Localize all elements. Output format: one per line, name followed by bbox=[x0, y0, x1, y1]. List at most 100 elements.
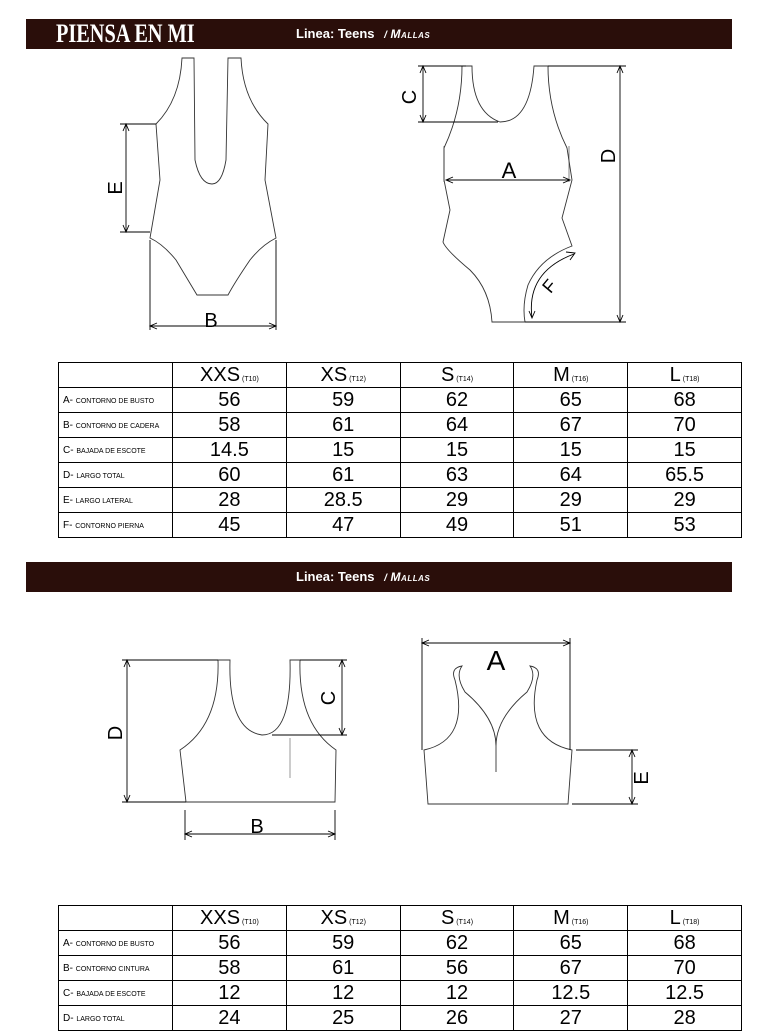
size-header: M(T16) bbox=[513, 905, 629, 931]
table-cell: 29 bbox=[399, 487, 515, 513]
table-cell: 51 bbox=[513, 512, 629, 538]
table-cell: 62 bbox=[399, 930, 515, 956]
size-header: S(T14) bbox=[399, 905, 515, 931]
table-cell: 56 bbox=[399, 955, 515, 981]
size-table-swimsuit: XXS(T10) XS(T12) S(T14) M(T16) L(T18) A-… bbox=[58, 362, 742, 538]
measurement-label: F- contorno pierna bbox=[58, 512, 173, 538]
table-cell: 26 bbox=[399, 1005, 515, 1031]
table-cell: 65 bbox=[513, 387, 629, 413]
table-cell: 63 bbox=[399, 462, 515, 488]
dim-label-d: D bbox=[105, 726, 127, 740]
table-cell: 67 bbox=[513, 412, 629, 438]
line-text: Linea: Teens bbox=[296, 26, 375, 41]
table-cell: 58 bbox=[172, 412, 287, 438]
table-cell: 61 bbox=[285, 412, 401, 438]
table-row: A- contorno de busto 56 59 62 65 68 bbox=[58, 930, 742, 956]
measurement-label: E- largo lateral bbox=[58, 487, 173, 513]
size-header: L(T18) bbox=[627, 362, 742, 388]
dim-label-b: B bbox=[250, 816, 263, 838]
table-cell: 70 bbox=[627, 955, 742, 981]
separator: / bbox=[384, 573, 387, 584]
table-corner-cell bbox=[58, 362, 173, 388]
table-cell: 49 bbox=[399, 512, 515, 538]
measurement-label: A- contorno de busto bbox=[58, 930, 173, 956]
table-cell: 56 bbox=[172, 930, 287, 956]
header-banner: PIENSA EN MI Linea: Teens / Mallas bbox=[26, 19, 732, 49]
dim-label-f: F bbox=[538, 276, 560, 297]
table-row: B- contorno de cadera 58 61 64 67 70 bbox=[58, 412, 742, 438]
table-row: E- largo lateral 28 28.5 29 29 29 bbox=[58, 487, 742, 513]
table-header-row: XXS(T10) XS(T12) S(T14) M(T16) L(T18) bbox=[58, 362, 742, 388]
dim-label-a: A bbox=[487, 645, 506, 676]
table-cell: 64 bbox=[513, 462, 629, 488]
size-table-top: XXS(T10) XS(T12) S(T14) M(T16) L(T18) A-… bbox=[58, 905, 742, 1031]
measurement-label: D- largo total bbox=[58, 462, 173, 488]
table-cell: 68 bbox=[627, 930, 742, 956]
table-cell: 15 bbox=[627, 437, 742, 463]
top-diagram: D C B A E bbox=[105, 638, 653, 840]
line-label: Linea: Teens / Mallas bbox=[296, 19, 430, 51]
brand-logo: PIENSA EN MI bbox=[56, 19, 195, 48]
table-cell: 65.5 bbox=[627, 462, 742, 488]
table-row: C- bajada de escote 14.5 15 15 15 15 bbox=[58, 437, 742, 463]
table-cell: 24 bbox=[172, 1005, 287, 1031]
dim-label-c: C bbox=[399, 90, 421, 104]
table-cell: 12 bbox=[172, 980, 287, 1006]
size-header: XXS(T10) bbox=[172, 362, 287, 388]
table-cell: 12 bbox=[285, 980, 401, 1006]
table-cell: 15 bbox=[285, 437, 401, 463]
table-cell: 56 bbox=[172, 387, 287, 413]
table-cell: 58 bbox=[172, 955, 287, 981]
table-cell: 25 bbox=[285, 1005, 401, 1031]
table-cell: 67 bbox=[513, 955, 629, 981]
table-cell: 14.5 bbox=[172, 437, 287, 463]
table-cell: 12 bbox=[399, 980, 515, 1006]
table-row: B- contorno cintura 58 61 56 67 70 bbox=[58, 955, 742, 981]
top-back-outline bbox=[423, 665, 573, 805]
size-header: XS(T12) bbox=[285, 905, 401, 931]
measurement-label: C- bajada de escote bbox=[58, 980, 173, 1006]
category-label: Mallas bbox=[390, 570, 431, 584]
table-cell: 12.5 bbox=[627, 980, 742, 1006]
size-header: S(T14) bbox=[399, 362, 515, 388]
table-cell: 29 bbox=[627, 487, 742, 513]
size-header: L(T18) bbox=[627, 905, 742, 931]
table-cell: 29 bbox=[513, 487, 629, 513]
table-cell: 59 bbox=[285, 387, 401, 413]
size-header: XXS(T10) bbox=[172, 905, 287, 931]
line-text: Linea: Teens bbox=[296, 569, 375, 584]
table-cell: 61 bbox=[285, 462, 401, 488]
table-cell: 59 bbox=[285, 930, 401, 956]
table-cell: 28 bbox=[627, 1005, 742, 1031]
table-cell: 70 bbox=[627, 412, 742, 438]
size-header: M(T16) bbox=[513, 362, 629, 388]
dim-label-b: B bbox=[204, 310, 217, 332]
swimsuit-front-outline bbox=[442, 65, 573, 323]
swimsuit-back-outline bbox=[149, 57, 277, 296]
table-cell: 15 bbox=[513, 437, 629, 463]
size-header: XS(T12) bbox=[285, 362, 401, 388]
table-row: C- bajada de escote 12 12 12 12.5 12.5 bbox=[58, 980, 742, 1006]
dim-label-c: C bbox=[318, 691, 340, 705]
table-corner-cell bbox=[58, 905, 173, 931]
table-cell: 62 bbox=[399, 387, 515, 413]
table-cell: 53 bbox=[627, 512, 742, 538]
table-cell: 61 bbox=[285, 955, 401, 981]
table-row: A- contorno de busto 56 59 62 65 68 bbox=[58, 387, 742, 413]
table-cell: 27 bbox=[513, 1005, 629, 1031]
dim-label-d: D bbox=[598, 149, 620, 163]
table-header-row: XXS(T10) XS(T12) S(T14) M(T16) L(T18) bbox=[58, 905, 742, 931]
separator: / bbox=[384, 30, 387, 41]
measurement-label: A- contorno de busto bbox=[58, 387, 173, 413]
dim-label-e: E bbox=[631, 771, 653, 784]
table-cell: 68 bbox=[627, 387, 742, 413]
section-banner: Linea: Teens / Mallas bbox=[26, 562, 732, 592]
measurement-label: C- bajada de escote bbox=[58, 437, 173, 463]
table-cell: 65 bbox=[513, 930, 629, 956]
line-label: Linea: Teens / Mallas bbox=[296, 562, 430, 594]
category-label: Mallas bbox=[390, 27, 431, 41]
table-row: D- largo total 60 61 63 64 65.5 bbox=[58, 462, 742, 488]
top-front-outline bbox=[179, 659, 337, 803]
table-cell: 15 bbox=[399, 437, 515, 463]
table-cell: 28.5 bbox=[285, 487, 401, 513]
